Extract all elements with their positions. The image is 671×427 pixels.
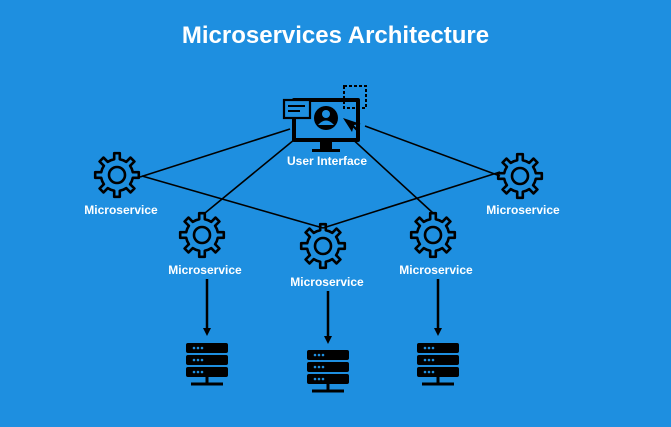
- arrows: [203, 279, 442, 344]
- gear-outline: [178, 211, 226, 259]
- gear-hub: [510, 166, 530, 186]
- microservice-label: Microservice: [84, 203, 158, 217]
- database-server-icon: [184, 341, 230, 386]
- gear-icon: [178, 211, 226, 259]
- user-interface-label: User Interface: [286, 154, 368, 168]
- gear-hub: [192, 225, 212, 245]
- connector-ui-ms2: [204, 134, 301, 214]
- gear-icon: [496, 152, 544, 200]
- microservice-label: Microservice: [486, 203, 560, 217]
- gear-icon: [93, 151, 141, 199]
- microservice-label: Microservice: [399, 263, 473, 277]
- gear-outline: [93, 151, 141, 199]
- gear-icon: [299, 222, 347, 270]
- gear-hub: [107, 165, 127, 185]
- gear-hub: [423, 225, 443, 245]
- computer-monitor-user-icon: [282, 85, 367, 152]
- connector-ui-ms1: [139, 128, 291, 178]
- gear-outline: [496, 152, 544, 200]
- database-server-icon: [415, 341, 461, 386]
- microservice-label: Microservice: [168, 263, 242, 277]
- connections: [139, 125, 501, 229]
- connector-ui-ms4: [347, 134, 434, 214]
- gear-outline: [409, 211, 457, 259]
- database-server-icon: [305, 348, 351, 393]
- connector-ui-ms5: [364, 125, 501, 177]
- connector-ms5-ms3: [322, 171, 501, 229]
- gear-outline: [299, 222, 347, 270]
- microservice-label: Microservice: [290, 275, 364, 289]
- gear-icon: [409, 211, 457, 259]
- diagram-title: Microservices Architecture: [181, 22, 490, 49]
- gear-hub: [313, 236, 333, 256]
- connector-ms1-ms3: [141, 175, 324, 229]
